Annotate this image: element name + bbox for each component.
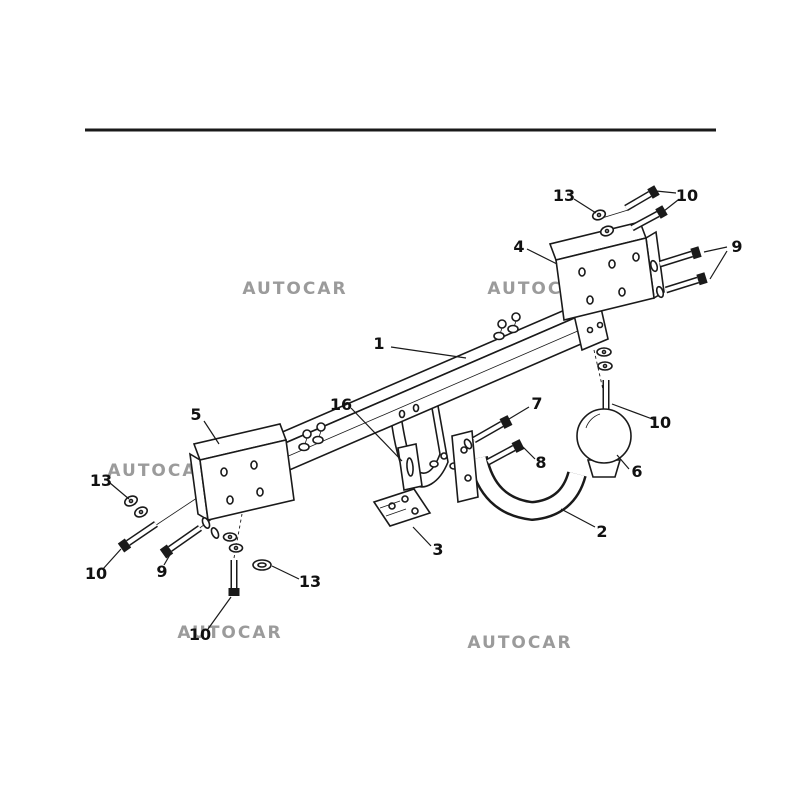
part-label-8: 8 bbox=[535, 453, 546, 472]
tow-ball bbox=[576, 408, 632, 478]
center-straps bbox=[391, 405, 459, 491]
ball-neck bbox=[451, 429, 587, 522]
bottom-bolt-stack bbox=[222, 532, 244, 596]
watermark-text: AUTOCAR bbox=[467, 633, 572, 653]
part-label-16: 16 bbox=[330, 395, 352, 414]
part-label-13-top-right: 13 bbox=[553, 186, 575, 205]
watermark-text: AUTOCAR bbox=[177, 623, 282, 643]
part-label-10-bottom: 10 bbox=[189, 625, 211, 644]
beam-nut-stacks bbox=[298, 312, 521, 452]
part-label-13-left: 13 bbox=[90, 471, 112, 490]
right-bracket bbox=[548, 221, 665, 321]
left-bracket bbox=[188, 423, 295, 522]
right-bolts bbox=[649, 246, 708, 299]
part-label-10-right-lower: 10 bbox=[649, 413, 671, 432]
part-label-2: 2 bbox=[596, 522, 607, 541]
part-label-9-right: 9 bbox=[731, 237, 742, 256]
left-bolt-10 bbox=[117, 521, 158, 553]
part-label-13-bottom: 13 bbox=[299, 572, 321, 591]
watermark-text: AUTOCAR bbox=[107, 461, 212, 481]
part-label-7: 7 bbox=[531, 394, 542, 413]
watermark-text: AUTOCAR bbox=[242, 279, 347, 299]
part-label-1: 1 bbox=[373, 334, 384, 353]
part-label-4: 4 bbox=[513, 237, 524, 256]
part-label-10-top-right: 10 bbox=[676, 186, 698, 205]
top-right-bolts bbox=[624, 185, 668, 232]
bottom-washer-13 bbox=[252, 559, 272, 571]
center-bolt-7 bbox=[463, 415, 513, 450]
part-label-10-left: 10 bbox=[85, 564, 107, 583]
leader-lines bbox=[102, 190, 728, 630]
left-bolt-9 bbox=[159, 517, 220, 559]
right-lower-bolt-stack bbox=[596, 347, 613, 418]
part-label-3: 3 bbox=[432, 540, 443, 559]
part-label-6: 6 bbox=[631, 462, 642, 481]
part-labels: 13 10 9 4 1 16 7 5 8 6 13 2 10 9 3 13 10 bbox=[85, 186, 743, 644]
part-label-9-left: 9 bbox=[156, 562, 167, 581]
center-bolt-8 bbox=[486, 439, 525, 466]
mount-plate bbox=[372, 488, 432, 527]
part-label-5: 5 bbox=[190, 405, 201, 424]
